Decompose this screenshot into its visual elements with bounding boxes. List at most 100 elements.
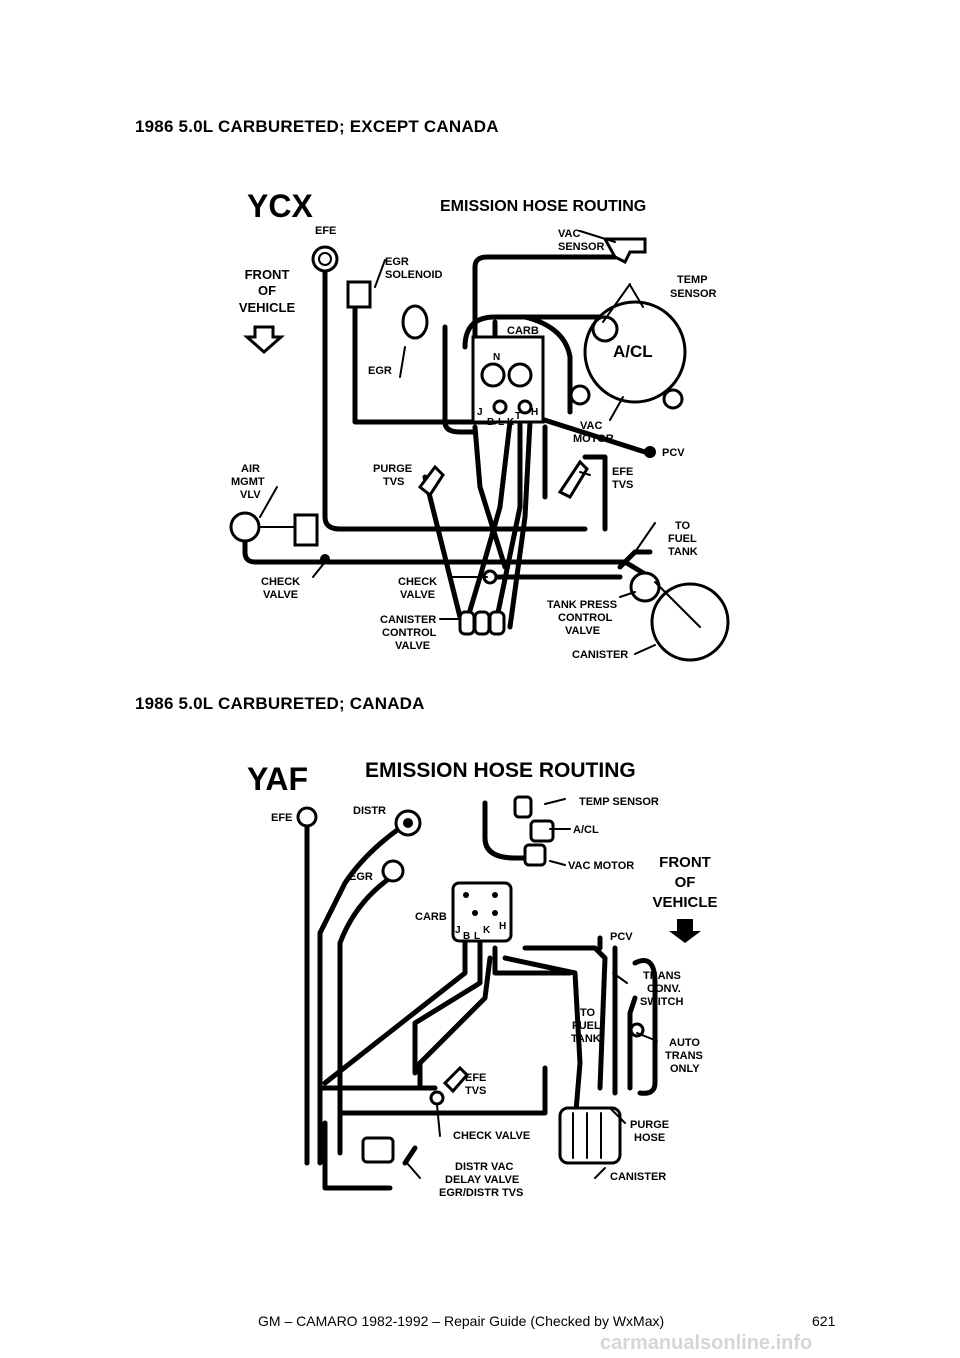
label-distr-vac-2: DELAY VALVE xyxy=(445,1174,519,1186)
ycx-heading: EMISSION HOSE ROUTING xyxy=(440,198,646,215)
watermark: carmanualsonline.info xyxy=(600,1332,813,1354)
purge-tvs-ycx xyxy=(417,464,445,498)
label-check-left-1: CHECK xyxy=(261,576,300,588)
label-canister: CANISTER xyxy=(572,649,628,661)
footer-text: GM – CAMARO 1982-1992 – Repair Guide (Ch… xyxy=(258,1313,665,1329)
label-vac-sensor-2: SENSOR xyxy=(558,241,605,253)
port-j: J xyxy=(477,407,483,418)
yaf-heading: EMISSION HOSE ROUTING xyxy=(365,759,636,782)
label-efe-tvs-2: TVS xyxy=(612,479,633,491)
label-vac-motor-2: MOTOR xyxy=(573,433,614,445)
label-vac-motor: VAC MOTOR xyxy=(568,860,634,872)
label-vac-motor-1: VAC xyxy=(580,420,602,432)
label-distr-vac-1: DISTR VAC xyxy=(455,1161,514,1173)
distributor-yaf xyxy=(394,809,422,837)
ycx-hoses xyxy=(242,254,653,630)
label-egr-solenoid-1: EGR xyxy=(385,256,409,268)
efe-tvs-ycx xyxy=(557,459,589,499)
label-distr-vac-3: EGR/DISTR TVS xyxy=(439,1187,523,1199)
label-auto-3: ONLY xyxy=(670,1063,700,1075)
label-vac-sensor-1: VAC xyxy=(558,228,580,240)
label-front-2: OF xyxy=(258,283,276,298)
label-to-fuel-1: TO xyxy=(580,1007,596,1019)
port-t: T xyxy=(515,411,521,422)
label-tank-press-2: CONTROL xyxy=(558,612,613,624)
check-valve-left-ycx xyxy=(320,554,330,564)
emission-hose-diagram-ycx: YCX EMISSION HOSE ROUTING EFE FRONT OF V… xyxy=(225,157,745,667)
port-j: J xyxy=(455,925,461,936)
label-carb: CARB xyxy=(415,911,447,923)
label-efe: EFE xyxy=(315,225,336,237)
egr-valve-yaf xyxy=(381,859,405,883)
canister-yaf xyxy=(558,1106,622,1165)
label-front-2: OF xyxy=(675,874,696,891)
label-acl: A/CL xyxy=(613,342,653,361)
label-temp-sensor: TEMP SENSOR xyxy=(579,796,659,808)
section-title-canada: 1986 5.0L CARBURETED; CANADA xyxy=(135,694,425,713)
label-trans-2: CONV. xyxy=(647,983,681,995)
label-efe-tvs-1: EFE xyxy=(612,466,633,478)
port-l: L xyxy=(474,931,480,942)
label-check-center-1: CHECK xyxy=(398,576,437,588)
label-auto-1: AUTO xyxy=(669,1037,700,1049)
label-temp-2: SENSOR xyxy=(670,288,717,300)
egr-valve-ycx xyxy=(401,304,429,340)
label-trans-1: TRANS xyxy=(643,970,681,982)
port-b: B xyxy=(487,417,494,428)
label-front-1: FRONT xyxy=(659,854,711,871)
port-n: N xyxy=(493,352,500,363)
label-to-fuel-1: TO xyxy=(675,520,691,532)
label-check-valve: CHECK VALVE xyxy=(453,1130,530,1142)
label-front-3: VEHICLE xyxy=(239,300,296,315)
front-arrow-icon xyxy=(243,325,285,355)
label-canister: CANISTER xyxy=(610,1171,666,1183)
yaf-diagram-svg: YAF EMISSION HOSE ROUTING EFE DISTR TEMP… xyxy=(247,759,718,1199)
label-efe-tvs-1: EFE xyxy=(465,1072,486,1084)
carburetor-ycx xyxy=(471,335,545,424)
label-purge-1: PURGE xyxy=(630,1119,669,1131)
efe-valve-ycx xyxy=(311,245,339,273)
port-h: H xyxy=(531,407,538,418)
ycx-diagram-svg: YCX EMISSION HOSE ROUTING EFE FRONT OF V… xyxy=(229,188,730,662)
check-valve-yaf xyxy=(429,1090,445,1106)
label-to-fuel-2: FUEL xyxy=(668,533,697,545)
label-egr-solenoid-2: SOLENOID xyxy=(385,269,443,281)
label-check-left-2: VALVE xyxy=(263,589,298,601)
ycx-code: YCX xyxy=(247,188,313,224)
carburetor-yaf xyxy=(451,881,513,943)
acl-components-yaf xyxy=(513,795,555,867)
efe-tvs-yaf xyxy=(442,1065,470,1094)
yaf-hoses xyxy=(304,800,658,1191)
label-efe-tvs-2: TVS xyxy=(465,1085,486,1097)
page-number: 621 xyxy=(812,1313,836,1329)
yaf-leader-lines xyxy=(406,798,658,1179)
ycx-leader-lines xyxy=(259,230,656,655)
label-air-3: VLV xyxy=(240,489,261,501)
label-canister-control-1: CANISTER xyxy=(380,614,436,626)
label-temp-1: TEMP xyxy=(677,274,708,286)
label-canister-control-3: VALVE xyxy=(395,640,430,652)
label-trans-3: SWITCH xyxy=(640,996,683,1008)
label-purge-2: TVS xyxy=(383,476,404,488)
label-front-3: VEHICLE xyxy=(652,894,717,911)
label-air-1: AIR xyxy=(241,463,260,475)
egr-solenoid-ycx xyxy=(346,280,372,309)
label-air-2: MGMT xyxy=(231,476,265,488)
trans-conv-switch-yaf xyxy=(629,1022,645,1038)
label-pcv: PCV xyxy=(610,931,633,943)
canister-control-valve-ycx xyxy=(458,610,506,636)
efe-valve-yaf xyxy=(296,806,318,828)
emission-hose-diagram-yaf: YAF EMISSION HOSE ROUTING EFE DISTR TEMP… xyxy=(225,743,749,1225)
port-k: K xyxy=(507,417,515,428)
label-check-center-2: VALVE xyxy=(400,589,435,601)
label-tank-press-3: VALVE xyxy=(565,625,600,637)
section-title-except-canada: 1986 5.0L CARBURETED; EXCEPT CANADA xyxy=(135,117,499,136)
label-to-fuel-3: TANK xyxy=(668,546,698,558)
port-l: L xyxy=(498,417,504,428)
label-distr: DISTR xyxy=(353,805,386,817)
label-egr: EGR xyxy=(368,365,392,377)
label-acl: A/CL xyxy=(573,824,599,836)
label-carb: CARB xyxy=(507,325,539,337)
port-b: B xyxy=(463,931,470,942)
port-k: K xyxy=(483,925,491,936)
